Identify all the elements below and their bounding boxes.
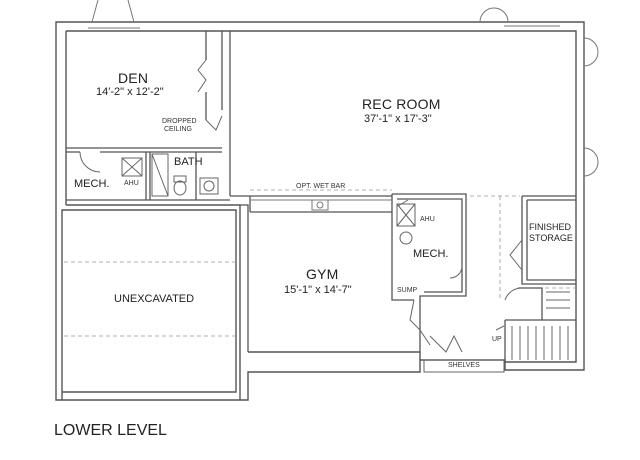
den-closet-doors: [79, 59, 223, 173]
shelves: [423, 359, 505, 373]
ahu-left-label: AHU: [124, 180, 139, 187]
bath-title: BATH: [174, 156, 203, 168]
wet-bar: [250, 199, 392, 211]
up-label: UP: [492, 336, 502, 343]
ahu-left-unit: [121, 157, 143, 177]
bath-fixtures: [151, 153, 219, 197]
plan-title: LOWER LEVEL: [54, 422, 167, 439]
rec-room-title: REC ROOM: [362, 96, 441, 112]
interior-doors: [409, 239, 523, 353]
mech-left-title: MECH.: [74, 178, 110, 190]
den-title: DEN: [118, 70, 149, 86]
stairs: [495, 291, 570, 360]
ahu-center-label: AHU: [420, 216, 435, 223]
dropped-ceiling-label-2: CEILING: [164, 126, 193, 133]
finished-storage-line2: STORAGE: [529, 233, 573, 243]
rec-room-dimensions: 37'-1" x 17'-3": [364, 113, 432, 125]
den-dimensions: 14'-2" x 12'-2": [96, 86, 164, 98]
finished-storage-line1: FINISHED: [529, 222, 572, 232]
interior-walls: [66, 31, 576, 362]
mech-center-fixtures: [396, 199, 463, 279]
shelves-label: SHELVES: [448, 362, 480, 369]
exterior-openings: [88, 0, 599, 177]
sump-label: SUMP: [397, 287, 418, 294]
unexcavated-title: UNEXCAVATED: [114, 293, 195, 305]
dropped-ceiling-label-1: DROPPED: [162, 118, 197, 125]
gym-title: GYM: [306, 266, 339, 282]
dashed-lines: [64, 189, 576, 337]
mech-center-title: MECH.: [413, 248, 449, 260]
opt-wet-bar-label: OPT. WET BAR: [296, 183, 346, 190]
gym-dimensions: 15'-1" x 14'-7": [284, 284, 352, 296]
